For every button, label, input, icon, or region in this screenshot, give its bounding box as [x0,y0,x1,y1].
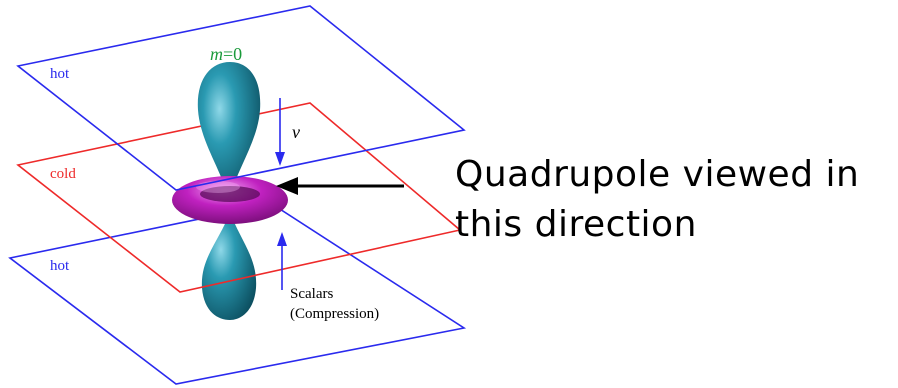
scalars-arrow-head [277,232,287,246]
caption-line-2: this direction [455,204,697,245]
velocity-label: v [292,122,300,142]
quadrupole-torus [172,176,288,224]
compression-label: (Compression) [290,306,379,322]
lower-lobe [201,212,257,320]
hot-plane-top [16,5,466,191]
hot-label-top: hot [50,66,70,82]
hot-label-bottom: hot [50,258,70,274]
caption: Quadrupole viewed in this direction [455,150,885,250]
left-arrow-icon [276,177,404,195]
m-symbol: m [210,44,223,64]
hot-plane-bottom [8,203,467,385]
m-equals-zero: =0 [223,44,242,64]
cold-label: cold [50,166,76,182]
scalars-label: Scalars [290,286,333,302]
m-zero-label: m=0 [210,44,242,64]
velocity-arrow-head [275,152,285,166]
caption-line-1: Quadrupole viewed in [455,154,860,195]
upper-lobe [197,62,261,196]
